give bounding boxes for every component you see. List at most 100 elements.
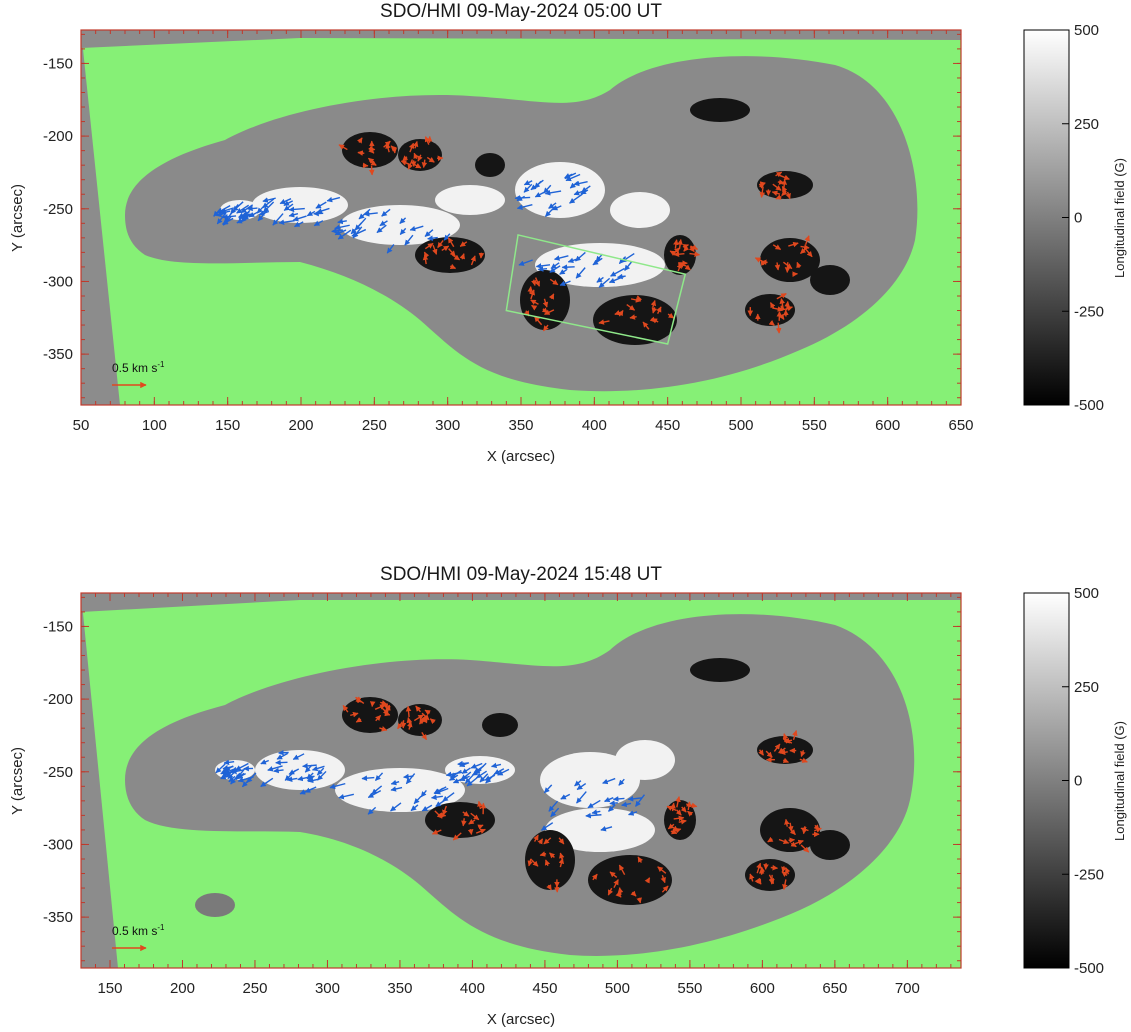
velocity-arrow	[678, 818, 687, 825]
velocity-arrow	[247, 205, 258, 212]
velocity-arrow	[542, 324, 549, 332]
velocity-arrow	[405, 705, 412, 718]
velocity-arrow	[215, 211, 226, 218]
x-tick-label: 450	[655, 417, 680, 434]
velocity-arrow	[402, 155, 409, 162]
velocity-arrow	[787, 822, 794, 832]
plot-frame	[80, 592, 962, 969]
velocity-arrow	[591, 809, 601, 815]
velocity-arrow	[689, 251, 701, 257]
velocity-arrow	[390, 786, 403, 792]
velocity-arrow	[784, 262, 791, 273]
velocity-arrow	[523, 179, 533, 186]
velocity-arrow	[283, 200, 294, 206]
scale-arrow-label: 0.5 km s	[112, 924, 157, 938]
velocity-arrow	[799, 757, 808, 763]
velocity-arrow	[413, 152, 419, 160]
velocity-arrow	[337, 229, 352, 240]
velocity-arrow	[637, 856, 644, 863]
velocity-arrow	[575, 251, 586, 262]
y-tick-label: -300	[43, 836, 73, 853]
velocity-arrow	[614, 309, 621, 316]
velocity-arrow	[591, 873, 598, 881]
y-tick-label: -200	[43, 128, 73, 145]
velocity-arrow	[677, 238, 683, 250]
velocity-arrow	[656, 306, 662, 314]
velocity-arrow	[410, 804, 419, 812]
velocity-arrow	[431, 829, 442, 835]
velocity-arrow	[222, 764, 234, 771]
velocity-arrow	[462, 810, 470, 817]
velocity-arrow	[560, 793, 571, 800]
velocity-arrow	[276, 752, 289, 760]
velocity-arrow	[222, 216, 232, 226]
velocity-arrow	[235, 762, 249, 771]
velocity-arrow	[415, 705, 422, 713]
velocity-arrow	[424, 136, 431, 145]
velocity-arrow	[421, 732, 428, 741]
velocity-arrow	[470, 762, 483, 769]
magnetogram-image	[81, 30, 961, 405]
velocity-arrow	[429, 718, 436, 725]
velocity-arrow	[604, 796, 614, 803]
velocity-arrow	[559, 280, 571, 287]
velocity-arrow	[431, 794, 443, 800]
velocity-arrow	[337, 218, 347, 225]
velocity-arrow	[400, 160, 411, 166]
colorbar-tick-label: 250	[1074, 679, 1099, 696]
velocity-arrow	[263, 201, 275, 213]
colorbar-tick-label: 500	[1074, 585, 1099, 602]
velocity-arrow	[390, 779, 400, 786]
velocity-arrow	[288, 768, 300, 775]
velocity-arrow	[575, 267, 586, 279]
velocity-arrow	[666, 805, 677, 811]
x-tick-label: 200	[170, 980, 195, 997]
panel-bottom: SDO/HMI 09-May-2024 15:48 UT	[9, 564, 1127, 1028]
velocity-arrow	[688, 245, 695, 253]
velocity-arrow	[294, 221, 304, 228]
velocity-arrow	[758, 749, 765, 756]
velocity-arrow	[580, 189, 589, 195]
velocity-arrow	[608, 275, 625, 284]
velocity-arrow	[278, 219, 295, 225]
velocity-arrow	[660, 875, 666, 884]
velocity-arrow	[546, 884, 552, 891]
x-axis-label: X (arcsec)	[487, 1011, 555, 1028]
velocity-arrow	[782, 879, 788, 891]
velocity-arrow	[551, 205, 562, 211]
velocity-arrow	[777, 179, 785, 185]
velocity-arrow	[397, 721, 404, 730]
velocity-arrow	[534, 191, 545, 198]
velocity-arrow	[220, 772, 229, 779]
velocity-arrow	[544, 859, 551, 867]
y-ticks	[81, 596, 961, 962]
velocity-arrow	[765, 750, 773, 758]
velocity-arrow	[447, 237, 455, 248]
y-tick-labels: -150-200-250-300-350	[43, 618, 73, 926]
velocity-arrow	[754, 877, 761, 885]
velocity-arrow	[634, 794, 646, 807]
velocity-arrow	[316, 770, 327, 781]
velocity-arrow	[230, 203, 239, 215]
velocity-arrow	[381, 707, 389, 715]
velocity-arrow	[782, 757, 789, 763]
velocity-arrow	[621, 801, 632, 808]
velocity-arrow	[331, 228, 344, 234]
scale-arrow: 0.5 km s-1	[112, 360, 165, 389]
velocity-arrow	[554, 255, 569, 261]
velocity-arrow	[781, 190, 788, 197]
velocity-arrow	[412, 140, 419, 149]
velocity-arrow	[443, 233, 451, 241]
velocity-arrow	[424, 709, 431, 716]
velocity-arrow	[374, 772, 384, 781]
x-ticks	[80, 30, 962, 405]
velocity-arrow	[543, 784, 553, 794]
velocity-arrow	[516, 203, 533, 210]
velocity-arrow	[450, 769, 462, 779]
velocity-arrow	[342, 705, 349, 713]
small-pore	[195, 893, 235, 917]
x-axis-label: X (arcsec)	[487, 448, 555, 465]
velocity-arrow	[304, 764, 313, 773]
x-tick-label: 600	[875, 417, 900, 434]
